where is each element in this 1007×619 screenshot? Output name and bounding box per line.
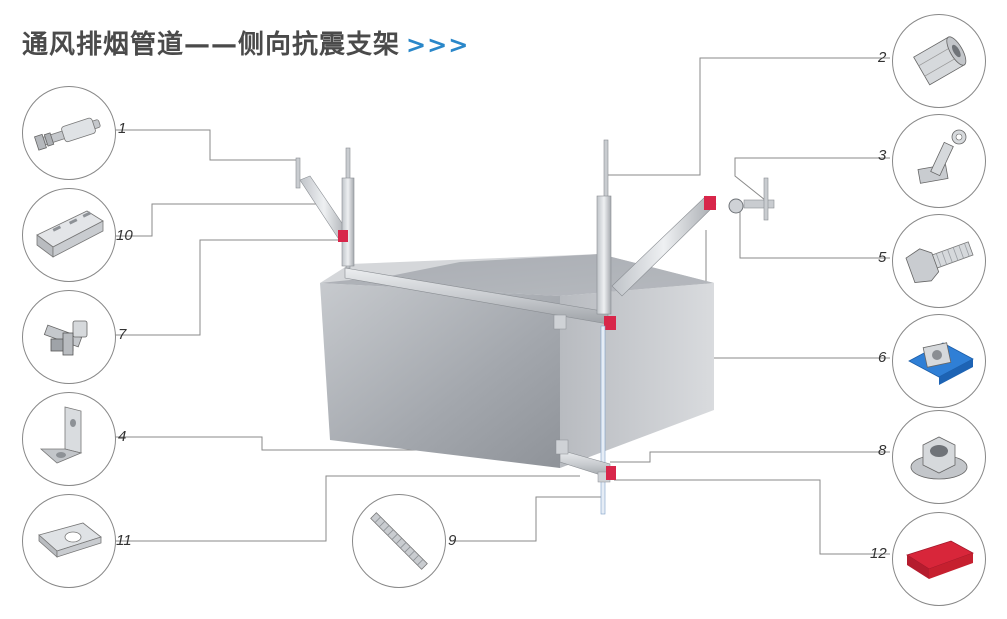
callout-2-number: 2 (877, 49, 887, 66)
component-8-flange-nut (892, 410, 986, 504)
washer-icon (38, 522, 102, 558)
center-threaded-rod (600, 325, 606, 515)
callout-5-number: 5 (878, 249, 887, 266)
coupling-nut-icon (913, 36, 967, 86)
title-arrows: >>> (406, 31, 470, 59)
callout-11-number: 11 (116, 532, 132, 549)
t-bolt-icon (43, 320, 88, 356)
callout-9-number: 9 (448, 532, 457, 549)
leader-4 (112, 436, 560, 451)
callout-8-number: 8 (878, 442, 887, 459)
component-10-slotted-c-channel (22, 188, 116, 282)
callout-7-number: 7 (118, 326, 127, 343)
leader-12 (614, 479, 890, 555)
support-frame (295, 139, 775, 515)
hinge-connector (728, 198, 744, 214)
anchor-bolt-icon (33, 117, 101, 151)
component-1-expansion-anchor-bolt (22, 86, 116, 180)
left-vertical-channel (341, 177, 355, 267)
leader-9 (450, 496, 603, 542)
right-rod (603, 139, 609, 201)
leader-11 (112, 475, 580, 542)
component-2-coupling-nut (892, 14, 986, 108)
callout-6-number: 6 (878, 349, 887, 366)
callout-12-number: 12 (870, 545, 887, 562)
leader-10 (112, 203, 316, 237)
component-5-hex-bolt (892, 214, 986, 308)
component-9-threaded-rod (352, 494, 446, 588)
callout-1-number: 1 (118, 120, 126, 137)
spring-nut-icon (908, 342, 974, 385)
leader-5 (739, 210, 890, 259)
right-vertical-channel (596, 195, 612, 315)
left-diagonal-brace (299, 175, 349, 239)
duct (320, 254, 714, 468)
c-channel-icon (36, 210, 104, 258)
leader-7 (112, 239, 340, 336)
leader-1 (112, 129, 299, 178)
leader-lines (112, 57, 890, 555)
component-4-angle-connector (22, 392, 116, 486)
end-cap-icon (906, 540, 974, 579)
duct-front (320, 283, 560, 468)
title-text: 通风排烟管道——侧向抗震支架 (22, 30, 401, 60)
component-12-channel-end-cap (892, 512, 986, 606)
leader-6 (705, 230, 890, 359)
page-title: 通风排烟管道——侧向抗震支架>>> (22, 24, 469, 64)
hex-bolt-icon (905, 241, 974, 283)
leader-8 (610, 451, 890, 463)
callout-3-number: 3 (878, 147, 887, 164)
component-6-channel-spring-nut (892, 314, 986, 408)
callout-4-number: 4 (118, 428, 126, 445)
component-11-square-washer (22, 494, 116, 588)
flange-nut-icon (910, 436, 968, 480)
leader-3 (734, 157, 890, 201)
threaded-rod-icon (370, 512, 428, 570)
angle-connector-icon (39, 406, 83, 464)
callout-10-number: 10 (116, 227, 133, 244)
component-7-channel-t-bolt (22, 290, 116, 384)
left-anchor-rod (295, 157, 301, 189)
duct-side (560, 283, 714, 468)
component-3-seismic-hinge-connector (892, 114, 986, 208)
leader-2 (606, 57, 890, 176)
hinge-connector-icon (917, 129, 967, 184)
